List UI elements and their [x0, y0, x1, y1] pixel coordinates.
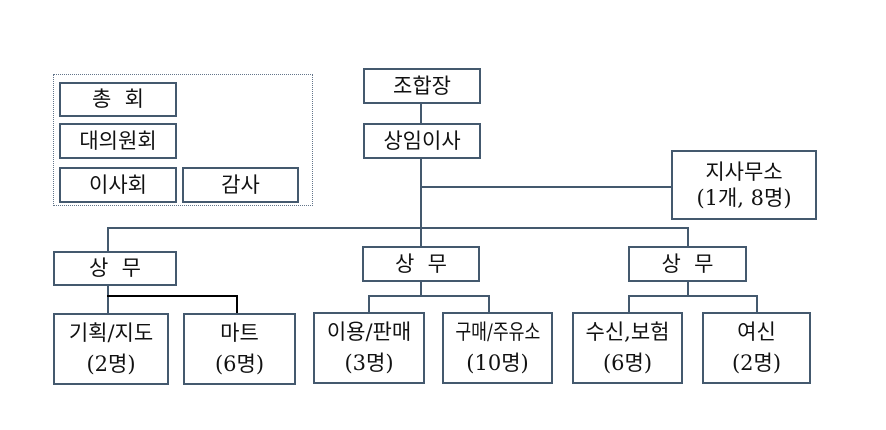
node-label: 지사무소: [705, 159, 783, 184]
node-label: 마트: [220, 320, 259, 345]
node-general-meeting: 총 회: [59, 82, 177, 117]
node-branch-office: 지사무소 (1개, 8명): [671, 150, 817, 220]
connector-main-horizontal: [107, 227, 689, 229]
node-managing-director-right: 상 무: [628, 246, 747, 282]
connector-right-to-deposit: [628, 295, 630, 312]
node-standing-director: 상임이사: [363, 123, 481, 159]
node-auditor: 감사: [182, 167, 299, 203]
node-board-of-directors: 이사회: [59, 167, 177, 203]
connector-center-stem: [420, 282, 422, 297]
node-label: 상 무: [395, 251, 447, 276]
node-label: 이사회: [89, 172, 147, 197]
connector-drop-right: [687, 227, 689, 246]
node-label: 구매/주유소: [454, 319, 541, 344]
connector-right-horizontal: [628, 295, 758, 297]
node-label: 이용/판매: [326, 319, 412, 344]
node-planning-guidance: 기획/지도 (2명): [53, 313, 169, 385]
connector-left-elbow-horizontal: [107, 295, 238, 297]
node-managing-director-left: 상 무: [53, 251, 177, 286]
connector-left-elbow-to-mart: [236, 295, 238, 313]
node-label: 상 무: [661, 251, 714, 276]
node-staff-count: (2명): [86, 352, 136, 376]
governance-group-container: [53, 74, 313, 206]
connector-president-standing: [420, 104, 422, 123]
connector-left-to-planning: [107, 286, 109, 313]
node-president: 조합장: [363, 68, 481, 104]
node-credit: 여신 (2명): [702, 312, 811, 384]
node-staff-count: (1개, 8명): [696, 186, 792, 210]
connector-center-to-use-sales: [368, 295, 370, 312]
node-delegate-council: 대의원회: [59, 123, 177, 159]
node-label: 상임이사: [383, 128, 461, 153]
node-staff-count: (6명): [214, 352, 265, 376]
connector-trunk: [420, 159, 422, 229]
connector-right-stem: [687, 282, 689, 297]
connector-drop-center: [420, 227, 422, 246]
node-purchase-gas-station: 구매/주유소 (10명): [442, 312, 553, 384]
connector-center-horizontal: [368, 295, 490, 297]
node-label: 수신,보험: [585, 319, 670, 344]
node-label: 대의원회: [79, 128, 157, 153]
node-use-sales: 이용/판매 (3명): [313, 312, 425, 384]
node-label: 총 회: [92, 87, 144, 112]
node-label: 감사: [221, 172, 260, 197]
node-label: 조합장: [393, 73, 451, 98]
node-label: 여신: [737, 319, 776, 344]
node-staff-count: (10명): [466, 351, 529, 375]
connector-drop-left: [107, 227, 109, 251]
node-label: 상 무: [89, 256, 141, 281]
node-deposit-insurance: 수신,보험 (6명): [572, 312, 683, 384]
connector-center-to-purchase: [488, 295, 490, 312]
connector-right-to-credit: [756, 295, 758, 312]
node-label: 기획/지도: [68, 320, 154, 345]
node-staff-count: (2명): [731, 351, 782, 375]
node-mart: 마트 (6명): [183, 313, 296, 385]
connector-branch-office: [420, 186, 671, 188]
node-staff-count: (6명): [602, 351, 653, 375]
node-managing-director-center: 상 무: [362, 246, 480, 282]
node-staff-count: (3명): [344, 351, 394, 375]
